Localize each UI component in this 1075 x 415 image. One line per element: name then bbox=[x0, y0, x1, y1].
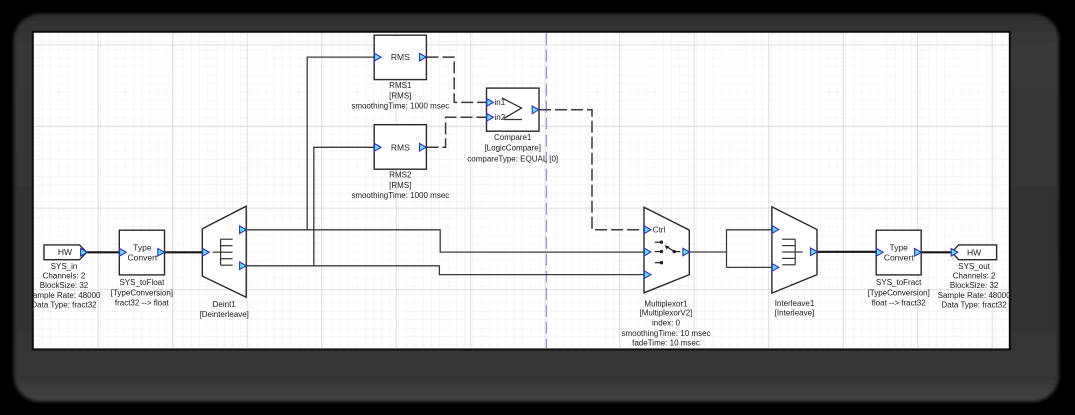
svg-text:Sample Rate: 48000: Sample Rate: 48000 bbox=[938, 291, 1011, 300]
svg-text:Channels: 2: Channels: 2 bbox=[43, 272, 86, 281]
svg-text:SYS_in: SYS_in bbox=[51, 262, 78, 271]
svg-text:Data Type: fract32: Data Type: fract32 bbox=[941, 301, 1007, 310]
svg-text:[RMS]: [RMS] bbox=[389, 181, 411, 190]
svg-text:Type: Type bbox=[889, 242, 908, 252]
svg-text:HW: HW bbox=[58, 247, 72, 257]
svg-text:[RMS]: [RMS] bbox=[389, 92, 411, 101]
svg-text:Channels: 2: Channels: 2 bbox=[953, 272, 996, 281]
svg-text:Convert: Convert bbox=[128, 253, 158, 263]
svg-text:fadeTime: 10 msec: fadeTime: 10 msec bbox=[632, 338, 700, 347]
svg-text:[Deinterleave]: [Deinterleave] bbox=[200, 310, 249, 319]
svg-text:[TypeConversion]: [TypeConversion] bbox=[111, 288, 173, 297]
svg-text:[MultiplexorV2]: [MultiplexorV2] bbox=[640, 309, 693, 318]
svg-text:[LogicCompare]: [LogicCompare] bbox=[484, 144, 540, 153]
svg-text:fract32 --> float: fract32 --> float bbox=[115, 299, 170, 308]
svg-text:Data Type: fract32: Data Type: fract32 bbox=[31, 301, 97, 310]
svg-text:RMS: RMS bbox=[391, 142, 410, 152]
svg-text:Ctrl: Ctrl bbox=[653, 226, 666, 235]
svg-text:SYS_toFract: SYS_toFract bbox=[876, 278, 922, 287]
svg-text:RMS: RMS bbox=[391, 52, 410, 62]
svg-text:BlockSize: 32: BlockSize: 32 bbox=[950, 281, 999, 290]
svg-text:smoothingTime: 10 msec: smoothingTime: 10 msec bbox=[621, 329, 710, 338]
svg-text:BlockSize: 32: BlockSize: 32 bbox=[40, 281, 89, 290]
svg-text:compareType: EQUAL [0]: compareType: EQUAL [0] bbox=[467, 154, 558, 163]
svg-text:HW: HW bbox=[967, 247, 981, 257]
svg-text:Interleave1: Interleave1 bbox=[775, 299, 815, 308]
svg-text:smoothingTime: 1000 msec: smoothingTime: 1000 msec bbox=[351, 101, 449, 110]
svg-text:Sample Rate: 48000: Sample Rate: 48000 bbox=[28, 291, 101, 300]
svg-text:RMS2: RMS2 bbox=[389, 171, 412, 180]
svg-text:in1: in1 bbox=[495, 98, 506, 107]
svg-text:smoothingTime: 1000 msec: smoothingTime: 1000 msec bbox=[351, 191, 449, 200]
svg-text:index: 0: index: 0 bbox=[652, 319, 681, 328]
svg-text:Type: Type bbox=[133, 242, 152, 252]
svg-text:SYS_toFloat: SYS_toFloat bbox=[119, 278, 165, 287]
svg-text:float --> fract32: float --> fract32 bbox=[872, 299, 927, 308]
svg-text:Convert: Convert bbox=[884, 253, 914, 263]
svg-text:Compare1: Compare1 bbox=[494, 133, 532, 142]
svg-text:SYS_out: SYS_out bbox=[958, 262, 990, 271]
svg-text:RMS1: RMS1 bbox=[389, 81, 412, 90]
svg-text:Multiplexor1: Multiplexor1 bbox=[644, 299, 688, 308]
svg-text:Deint1: Deint1 bbox=[213, 300, 237, 309]
svg-text:[TypeConversion]: [TypeConversion] bbox=[868, 288, 930, 297]
svg-text:[Interleave]: [Interleave] bbox=[775, 309, 815, 318]
svg-text:in2: in2 bbox=[495, 113, 506, 122]
